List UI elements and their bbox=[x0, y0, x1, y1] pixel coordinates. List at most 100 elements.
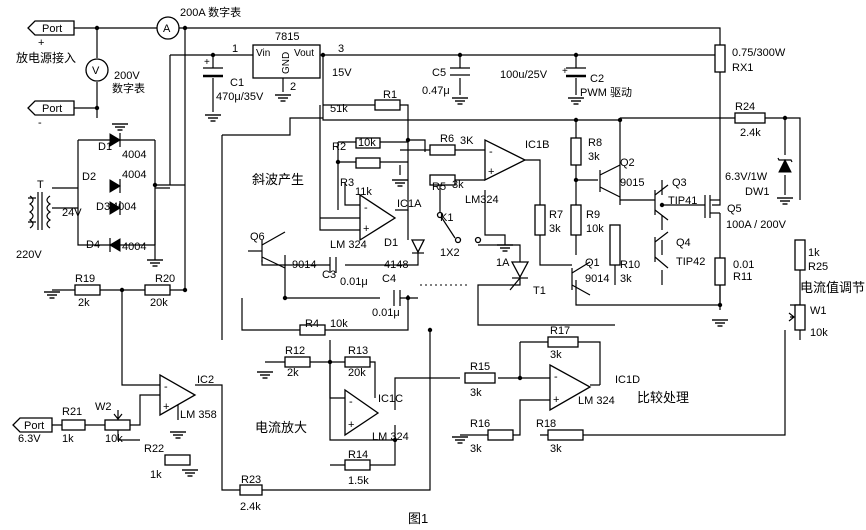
d2-value: 4004 bbox=[122, 169, 146, 181]
port-6v3-in: Port bbox=[12, 417, 53, 433]
r20-value: 20k bbox=[150, 297, 168, 309]
ammeter-symbol: A bbox=[163, 23, 171, 35]
opamp-ic1c: -+ bbox=[344, 388, 380, 437]
svg-text:+: + bbox=[553, 394, 559, 406]
q5-part: 100A / 200V bbox=[726, 219, 787, 231]
k1-part: 1X2 bbox=[440, 247, 460, 259]
r16-value: 3k bbox=[470, 443, 482, 455]
c1-name: C1 bbox=[230, 77, 244, 89]
r19-value: 2k bbox=[78, 297, 90, 309]
r13-value: 20k bbox=[348, 367, 366, 379]
w2-value: 10k bbox=[105, 433, 123, 445]
rx1-name: RX1 bbox=[732, 62, 753, 74]
r3-value: 11k bbox=[355, 186, 372, 198]
ic1c-name: IC1C bbox=[378, 393, 403, 405]
reg-15v: 15V bbox=[332, 67, 352, 79]
w1-value: 10k bbox=[810, 327, 828, 339]
opamp-ic2: -+ bbox=[159, 373, 197, 417]
c4-name: C4 bbox=[382, 273, 396, 285]
dw1-value: 6.3V/1W bbox=[725, 171, 768, 183]
scr-t1 bbox=[509, 261, 530, 291]
reg-pin3: 3 bbox=[338, 43, 344, 55]
r22-value: 1k bbox=[150, 469, 162, 481]
svg-text:+: + bbox=[363, 223, 369, 235]
ammeter: A bbox=[156, 16, 180, 40]
w2-wiper bbox=[113, 410, 123, 420]
resistor-r17 bbox=[547, 336, 579, 348]
svg-text:-: - bbox=[164, 381, 168, 393]
r18-value: 3k bbox=[550, 443, 562, 455]
r14-value: 1.5k bbox=[348, 475, 369, 487]
r4-value: 10k bbox=[330, 318, 348, 330]
reg-vout: Vout bbox=[294, 48, 314, 59]
zener-dw1 bbox=[777, 157, 793, 173]
resistor-r16 bbox=[487, 429, 514, 441]
r19-name: R19 bbox=[75, 273, 95, 285]
resistor-w1 bbox=[794, 304, 806, 331]
d1b-part: 4148 bbox=[384, 259, 408, 271]
c3-value: 0.01μ bbox=[340, 276, 368, 288]
d1-value: 4004 bbox=[122, 149, 146, 161]
ic1a-part: LM 324 bbox=[330, 239, 367, 251]
resistor-r23 bbox=[239, 484, 263, 496]
transistor-q6 bbox=[248, 231, 286, 269]
r8-value: 3k bbox=[588, 151, 600, 163]
resistor-r24 bbox=[734, 112, 766, 124]
r2-name: R2 bbox=[332, 141, 346, 153]
resistor-r22 bbox=[164, 454, 191, 466]
r10-value: 3k bbox=[620, 273, 632, 285]
c1-value: 470μ/35V bbox=[216, 91, 264, 103]
d4-name: D4 bbox=[86, 239, 100, 251]
r17-value: 3k bbox=[550, 349, 562, 361]
plus-sign: + bbox=[38, 37, 44, 49]
resistor-rx1 bbox=[714, 44, 726, 73]
r5-value: 3k bbox=[452, 179, 464, 191]
r16-name: R16 bbox=[470, 418, 490, 430]
ammeter-label: 200A 数字表 bbox=[180, 5, 241, 19]
reg-pin1: 1 bbox=[232, 43, 238, 55]
ic1d-name: IC1D bbox=[615, 374, 640, 386]
r23-name: R23 bbox=[241, 474, 261, 486]
r2-value: 10k bbox=[358, 137, 376, 149]
resistor-r9 bbox=[570, 204, 582, 236]
opamp-ic1b: -+ bbox=[484, 138, 527, 182]
r25-value: 1k bbox=[808, 247, 820, 259]
opamp-ic1a: -+ bbox=[359, 193, 397, 242]
q4-part: TIP42 bbox=[676, 256, 705, 268]
diode-d1-4148 bbox=[410, 239, 426, 254]
voltmeter-label-1: 200V bbox=[114, 70, 140, 82]
svg-text:+: + bbox=[488, 166, 494, 178]
r22-name: R22 bbox=[144, 443, 164, 455]
c2-value: 100u/25V bbox=[500, 69, 548, 81]
r5-name: R5 bbox=[432, 181, 446, 193]
resistor-r8 bbox=[570, 137, 582, 166]
resistor-labels: 51k R1 R2 10k R3 11k R4 10k R5 3k R6 3K … bbox=[62, 47, 828, 513]
resistor-r13 bbox=[344, 356, 371, 368]
ic1d-part: LM 324 bbox=[578, 395, 615, 407]
figure-caption: 图1 bbox=[408, 511, 428, 526]
scr-value: 1A bbox=[496, 257, 510, 269]
r15-value: 3k bbox=[470, 387, 482, 399]
capacitor-c1 bbox=[203, 67, 223, 78]
q3-name: Q3 bbox=[672, 177, 687, 189]
c2-name: C2 bbox=[590, 73, 604, 85]
reg-pin2: 2 bbox=[290, 81, 296, 93]
r12-value: 2k bbox=[287, 367, 299, 379]
r1-value: 51k bbox=[330, 103, 348, 115]
svg-text:-: - bbox=[489, 146, 493, 158]
d2-name: D2 bbox=[82, 171, 96, 183]
q6-name: Q6 bbox=[250, 231, 265, 243]
r6-value: 3K bbox=[460, 135, 474, 147]
r25-name: R25 bbox=[808, 261, 828, 273]
resistor-r25 bbox=[794, 239, 806, 271]
resistor-r2 bbox=[355, 137, 381, 149]
r23-value: 2.4k bbox=[240, 501, 261, 513]
port-label: Port bbox=[42, 23, 62, 35]
transistor-q3 bbox=[654, 184, 669, 221]
voltmeter-label-2: 数字表 bbox=[112, 81, 145, 95]
dw1-name: DW1 bbox=[745, 186, 769, 198]
w2-name: W2 bbox=[95, 401, 112, 413]
svg-text:-: - bbox=[349, 396, 353, 408]
rx1-value: 0.75/300W bbox=[732, 47, 786, 59]
